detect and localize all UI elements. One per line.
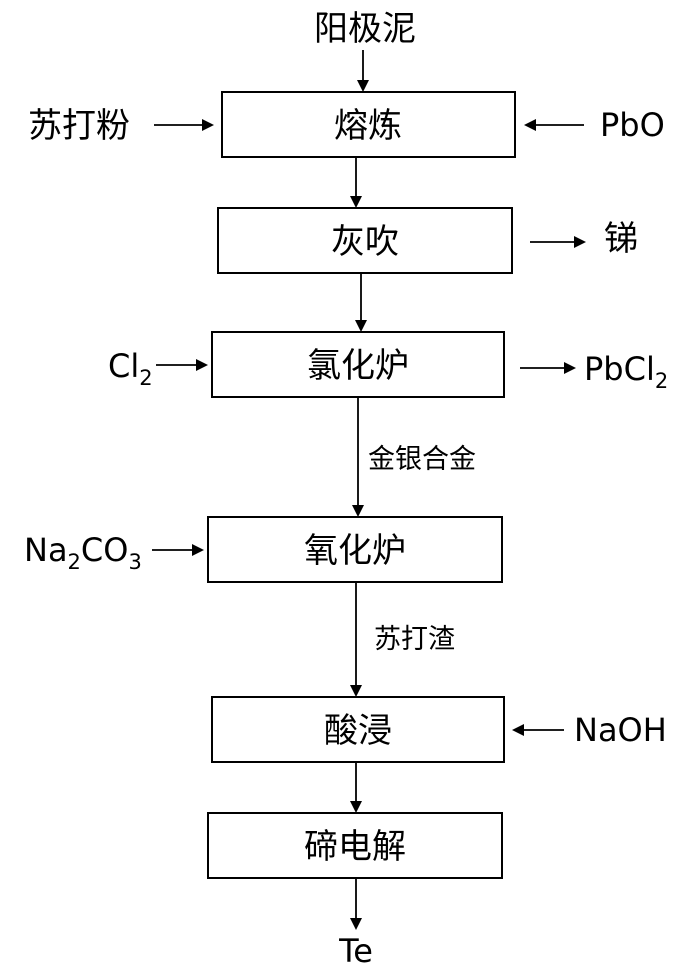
output-label-te: Te <box>338 932 373 970</box>
na2co3-part-na: Na <box>24 531 68 569</box>
step-box-acid-leaching <box>211 696 505 763</box>
step-box-cupellation <box>217 207 513 274</box>
na2co3-sub-2: 2 <box>68 550 81 574</box>
input-label-soda-powder: 苏打粉 <box>28 106 130 146</box>
input-label-naoh: NaOH <box>574 711 667 749</box>
na2co3-part-co: CO <box>81 531 129 569</box>
step-box-oxidation-furnace <box>207 516 503 583</box>
step-box-tellurium-electrolysis <box>207 812 503 879</box>
source-label-anode-slime: 阳极泥 <box>314 9 416 49</box>
step-label-chlorination-furnace: 氯化炉 <box>307 346 409 386</box>
na2co3-sub-3: 3 <box>128 550 141 574</box>
cl2-base: Cl <box>108 347 139 385</box>
step-box-smelting <box>221 91 516 158</box>
step-label-smelting: 熔炼 <box>334 106 402 146</box>
pbcl2-base: PbCl <box>584 350 655 388</box>
input-label-pbo: PbO <box>600 106 665 144</box>
pbcl2-subscript: 2 <box>655 369 668 393</box>
step-label-acid-leaching: 酸浸 <box>324 711 392 751</box>
input-label-na2co3: Na2CO3 <box>24 531 142 574</box>
output-label-pbcl2: PbCl2 <box>584 350 668 393</box>
output-label-antimony: 锑 <box>604 219 638 259</box>
step-label-tellurium-electrolysis: 碲电解 <box>304 827 406 867</box>
intermediate-label-soda-slag: 苏打渣 <box>374 624 455 655</box>
step-label-oxidation-furnace: 氧化炉 <box>304 531 406 571</box>
intermediate-label-gold-silver-alloy: 金银合金 <box>368 444 476 475</box>
cl2-subscript: 2 <box>139 366 152 390</box>
step-box-chlorination-furnace <box>211 331 505 398</box>
input-label-cl2: Cl2 <box>108 347 153 390</box>
step-label-cupellation: 灰吹 <box>331 222 399 262</box>
